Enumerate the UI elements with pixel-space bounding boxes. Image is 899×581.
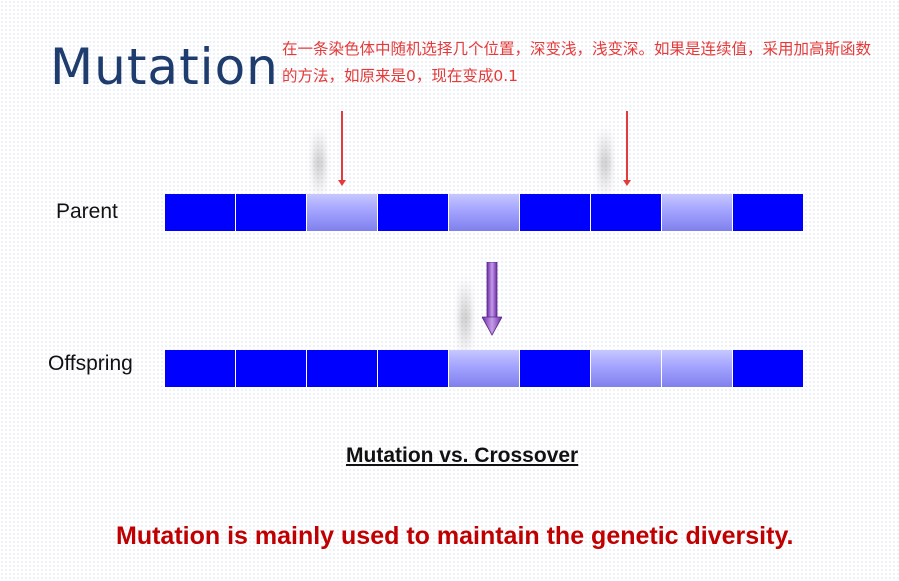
conclusion-text: Mutation is mainly used to maintain the … <box>116 522 794 550</box>
parent-gene-light <box>307 194 378 231</box>
pointer-shadow-left <box>313 128 325 198</box>
parent-gene-dark <box>165 194 236 231</box>
parent-gene-dark <box>236 194 307 231</box>
parent-chromosome <box>165 194 803 231</box>
parent-gene-light <box>662 194 733 231</box>
parent-gene-dark <box>520 194 591 231</box>
offspring-gene-dark <box>733 350 803 387</box>
parent-gene-dark <box>378 194 449 231</box>
offspring-chromosome <box>165 350 803 387</box>
offspring-gene-dark <box>165 350 236 387</box>
annotation-note: 在一条染色体中随机选择几个位置，深变浅，浅变深。如果是连续值，采用加高斯函数的方… <box>282 40 872 85</box>
offspring-label: Offspring <box>48 352 133 375</box>
offspring-gene-light <box>591 350 662 387</box>
mutation-pointer-right <box>623 111 631 186</box>
down-arrow-icon <box>482 262 502 336</box>
arrow-shadow <box>459 278 471 358</box>
parent-label: Parent <box>56 200 118 223</box>
offspring-gene-light <box>449 350 520 387</box>
offspring-gene-dark <box>378 350 449 387</box>
offspring-gene-dark <box>307 350 378 387</box>
offspring-gene-light <box>662 350 733 387</box>
slide-title: Mutation <box>50 38 279 96</box>
parent-gene-dark <box>591 194 662 231</box>
parent-gene-light <box>449 194 520 231</box>
pointer-shadow-right <box>599 128 611 198</box>
subtitle: Mutation vs. Crossover <box>346 444 579 467</box>
mutation-pointer-left <box>338 111 346 186</box>
offspring-gene-dark <box>520 350 591 387</box>
parent-gene-dark <box>733 194 803 231</box>
offspring-gene-dark <box>236 350 307 387</box>
